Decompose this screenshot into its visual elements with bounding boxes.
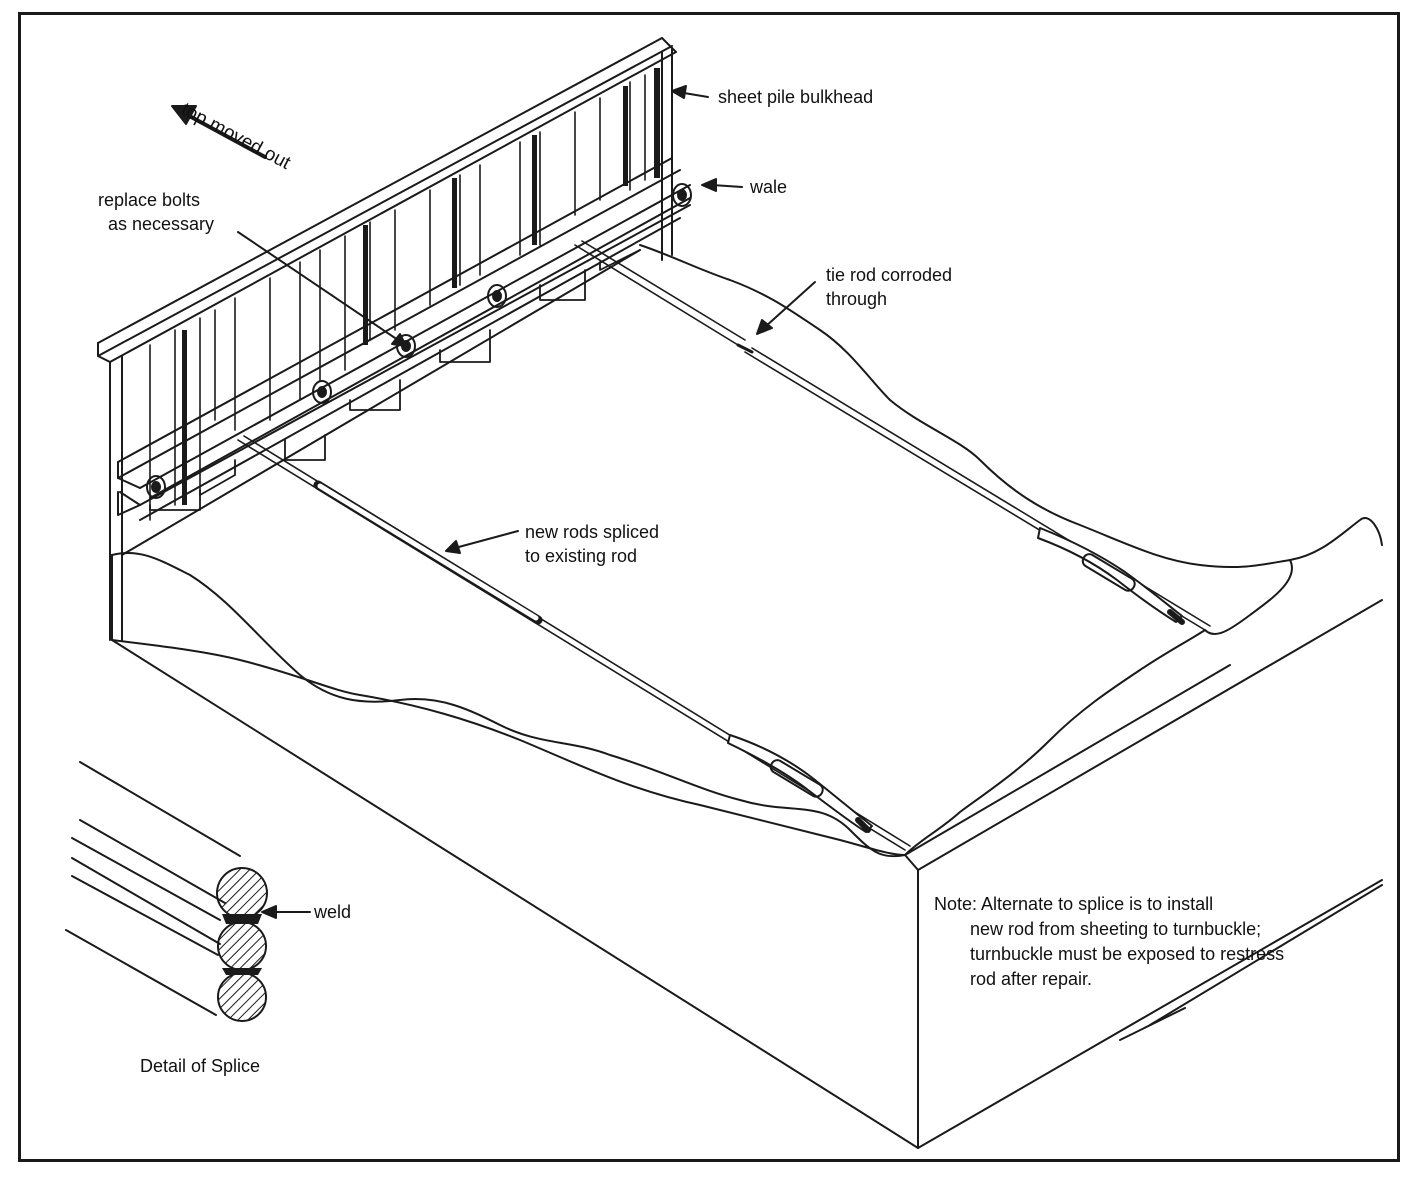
replace-bolts-line2: as necessary [108,214,215,234]
repair-note: Note: Alternate to splice is to install … [934,892,1284,992]
sheet-pile-bulkhead-label: sheet pile bulkhead [718,87,874,107]
note-line-4: rod after repair. [970,969,1093,989]
wale [117,157,691,521]
tie-rod-front [237,435,911,851]
soil-block [111,244,1383,1149]
detail-of-splice-caption: Detail of Splice [140,1056,261,1076]
note-line-2: new rod from sheeting to turnbuckle; [970,919,1262,939]
note-line-3: turnbuckle must be exposed to restress [970,944,1285,964]
bolt [312,380,332,404]
splice-detail [65,761,268,1022]
bolts [146,183,692,499]
bolt [672,183,692,207]
tie-rod-line2: through [826,289,888,309]
new-rods-line1: new rods spliced [525,522,660,542]
tie-rod-back [574,240,1211,631]
leaders [171,85,816,919]
tie-rod-line1: tie rod corroded [826,265,953,285]
replace-bolts-line1: replace bolts [98,190,201,210]
weld-label: weld [314,902,352,922]
sheet-pile-bulkhead [97,37,677,641]
bolt [487,284,507,308]
replace-bolts-label: replace bolts as necessary [98,188,214,236]
wale-label: wale [750,177,788,197]
bolt [146,475,166,499]
note-line-1: Note: Alternate to splice is to install [934,894,1214,914]
new-rods-line2: to existing rod [525,546,638,566]
new-rods-spliced-label: new rods spliced to existing rod [525,520,659,568]
tie-rod-corroded-label: tie rod corroded through [826,263,952,311]
